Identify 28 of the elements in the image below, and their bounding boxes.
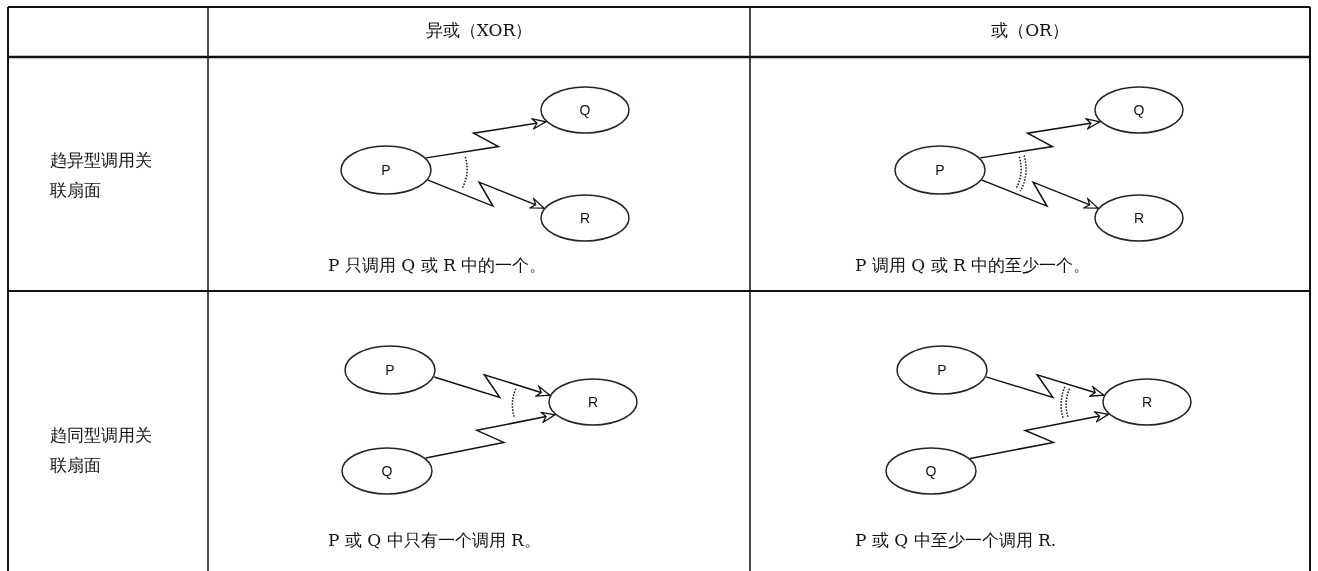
ellipse-node: P (896, 345, 988, 395)
ellipse-node: R (540, 194, 630, 242)
ellipse-node: R (1094, 194, 1184, 242)
arrow (981, 179, 1099, 209)
cell-caption: P 只调用 Q 或 R 中的一个。 (328, 254, 548, 277)
cell-caption: P 或 Q 中至少一个调用 R. (855, 529, 1058, 552)
arrow (979, 118, 1101, 159)
ellipse-node: Q (341, 447, 433, 495)
arrow (433, 373, 551, 399)
row-header: 趋同型调用关联扇面 (50, 424, 153, 477)
column-header: 或（OR） (990, 19, 1070, 42)
ellipse-node: R (1102, 378, 1192, 426)
ellipse-node: Q (885, 447, 977, 495)
arrow (425, 118, 547, 159)
column-header: 异或（XOR） (424, 19, 534, 42)
ellipse-node: R (548, 378, 638, 426)
cell-caption: P 调用 Q 或 R 中的至少一个。 (855, 254, 1092, 277)
arrow (969, 411, 1110, 460)
ellipse-node: P (344, 345, 436, 395)
row-header: 趋异型调用关联扇面 (50, 149, 153, 202)
arrow (427, 179, 545, 209)
ellipse-node: Q (1094, 86, 1184, 134)
arrow (985, 373, 1105, 399)
cell-caption: P 或 Q 中只有一个调用 R。 (328, 529, 542, 552)
ellipse-node: Q (540, 86, 630, 134)
ellipse-node: P (340, 145, 432, 195)
arrow (424, 411, 556, 459)
ellipse-node: P (894, 145, 986, 195)
